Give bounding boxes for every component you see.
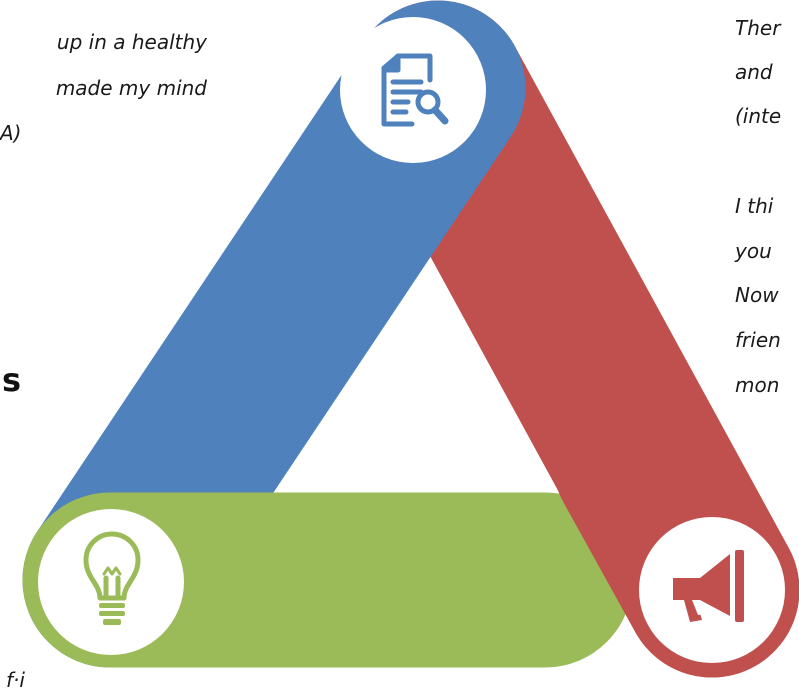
right-quote-line-7: Now [735,283,779,307]
right-quote-line-6: you [735,239,772,263]
right-quote-line-9: mon [735,373,780,397]
megaphone-icon [673,550,744,622]
bottom-text-fragment: f·i [6,668,25,692]
right-quote-line-8: frien [735,328,781,352]
document-search-icon [381,53,449,127]
right-quote-line-3: (inte [735,104,782,128]
left-node [38,509,184,655]
right-quote-line-1: Ther [735,16,781,40]
lightbulb-icon [83,531,141,625]
left-quote-line-3: A) [0,121,22,145]
left-heading-fragment: s [2,361,22,399]
top-node [340,17,486,163]
left-quote-line-2: made my mind [55,76,207,100]
right-quote-line-2: and [735,60,773,84]
left-quote-line-1: up in a healthy [56,30,207,54]
right-node [639,517,785,663]
right-quote-line-5: I thi [735,194,774,218]
